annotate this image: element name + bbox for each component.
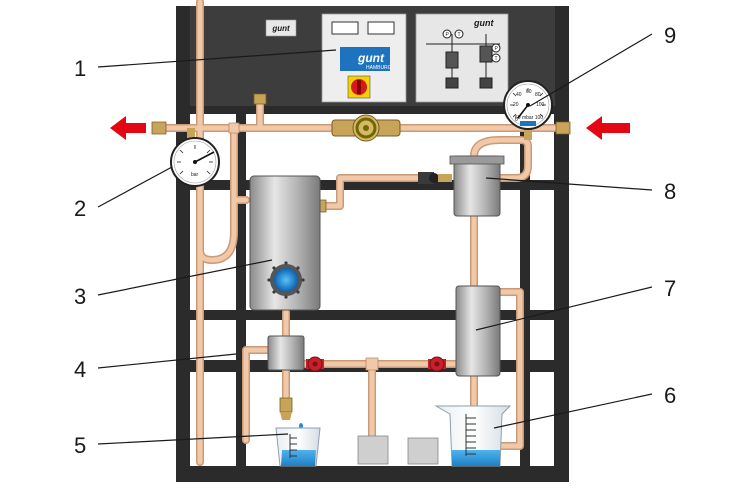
large-beaker [434, 405, 512, 467]
control-panel: gunt gunt HAMBURG gunt P T P [190, 6, 555, 106]
gauge-unit-label: bar [191, 172, 199, 178]
red-valve-left[interactable] [306, 356, 324, 372]
condensate-trap [267, 335, 305, 429]
callout-5: 5 [74, 433, 86, 458]
handwheel-icon[interactable] [355, 117, 377, 139]
callout-9: 9 [664, 23, 676, 48]
callout-2: 2 [74, 196, 86, 221]
separator-vessel [418, 155, 505, 217]
callout-1: 1 [74, 56, 86, 81]
schematic-label-p2: P [495, 46, 499, 52]
schematic-label-t1: T [458, 32, 461, 38]
gauge-needle [194, 151, 215, 163]
label-box-logo: gunt [271, 24, 290, 33]
pressure-gauge-inlet: 0 20 40 60 80 100 60 mbar 100 [503, 80, 553, 140]
main-valve[interactable] [331, 114, 401, 142]
callout-4: 4 [74, 357, 86, 382]
callout-6: 6 [664, 383, 676, 408]
flow-arrows [110, 116, 630, 140]
gauge-scale-20: 20 [513, 102, 519, 108]
callout-8: 8 [664, 179, 676, 204]
inlet-valve[interactable] [418, 172, 452, 184]
gauge-scale-80: 80 [535, 92, 541, 98]
callout-7: 7 [664, 276, 676, 301]
gauge-scale-40: 40 [516, 92, 522, 98]
process-schematic [426, 29, 501, 89]
callout-numbers: 1 2 3 4 5 6 7 8 9 [74, 23, 676, 458]
gauge-scale-0: 0 [515, 117, 518, 123]
gauge-needle [517, 104, 529, 119]
inlet-arrow-icon [586, 116, 630, 140]
schematic-logo: gunt [473, 18, 494, 28]
outlet-arrow-icon [110, 116, 146, 140]
schematic-label-t2: T [495, 56, 498, 62]
callout-3: 3 [74, 284, 86, 309]
base-block-right [407, 437, 439, 465]
gauge-scale-60: 60 [526, 89, 532, 95]
base-block-left [357, 435, 389, 465]
pressure-gauge-outlet: bar [170, 128, 220, 187]
sight-glass [270, 264, 302, 296]
logo-wordmark: gunt [357, 51, 385, 65]
pressure-vessel [249, 175, 321, 311]
small-beaker [275, 427, 321, 467]
collection-vessel [455, 285, 501, 377]
piping [151, 0, 571, 466]
leader-lines [97, 33, 653, 445]
logo-subtext: HAMBURG [366, 65, 392, 71]
schematic-label-p1: P [446, 32, 450, 38]
gauge-scale-100: 100 [536, 102, 545, 108]
gauge-bottom-label: 60 mbar 100 [515, 115, 543, 121]
red-valve-right[interactable] [428, 356, 446, 372]
